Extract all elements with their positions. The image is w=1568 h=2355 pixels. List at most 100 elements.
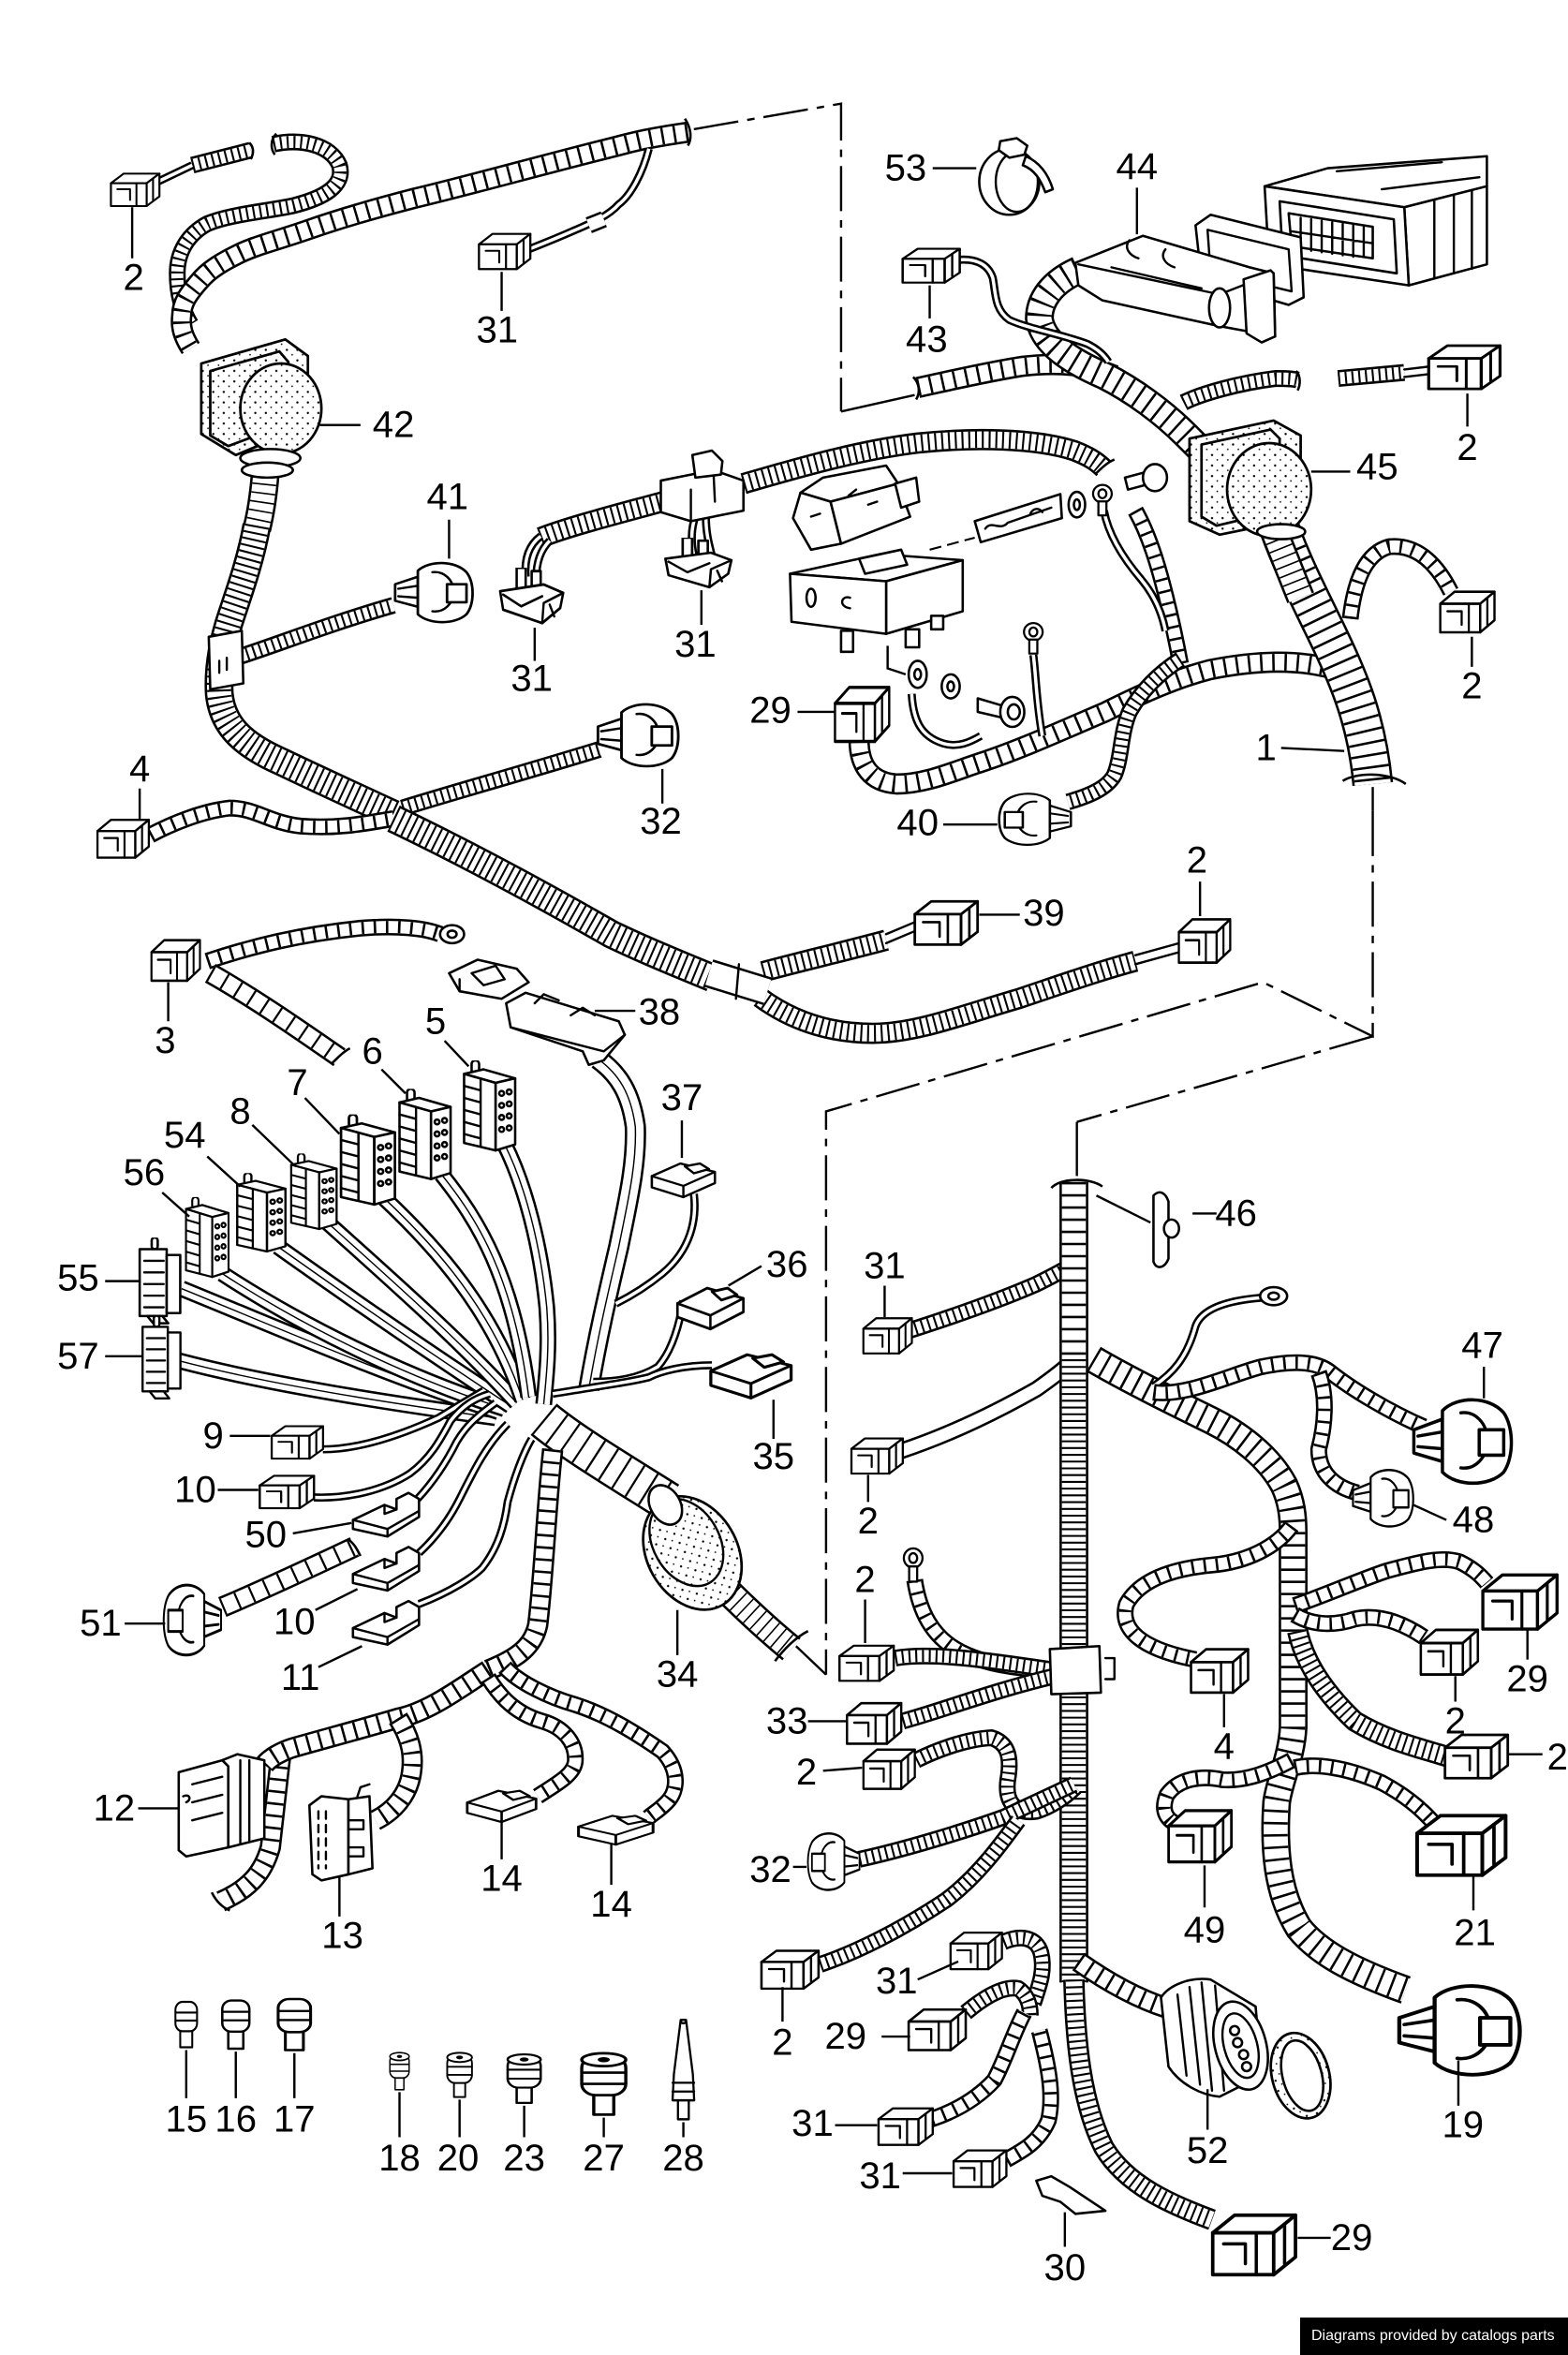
callout-label[interactable]: 2 bbox=[1187, 840, 1207, 881]
callout-label[interactable]: 12 bbox=[94, 1787, 136, 1829]
connector-29 bbox=[907, 2007, 968, 2051]
callout-label[interactable]: 32 bbox=[749, 1849, 791, 1890]
harness-tube bbox=[1312, 1370, 1360, 1499]
callout-label[interactable]: 13 bbox=[321, 1916, 363, 1957]
callout-label[interactable]: 14 bbox=[481, 1859, 523, 1900]
callout-label[interactable]: 2 bbox=[796, 1752, 817, 1793]
callout-label[interactable]: 7 bbox=[287, 1062, 307, 1103]
callout-label[interactable]: 2 bbox=[772, 2022, 792, 2064]
harness-tube-hatching bbox=[170, 136, 347, 328]
callout-label[interactable]: 21 bbox=[1454, 1912, 1496, 1953]
connector-35 bbox=[709, 1353, 793, 1400]
callout-label[interactable]: 41 bbox=[427, 477, 469, 518]
callout-label[interactable]: 28 bbox=[662, 2138, 704, 2179]
leader-lines bbox=[105, 167, 1543, 2247]
callout-label[interactable]: 34 bbox=[657, 1654, 699, 1696]
callout-label[interactable]: 10 bbox=[174, 1469, 216, 1510]
callout-label[interactable]: 38 bbox=[639, 992, 681, 1033]
callout-label[interactable]: 27 bbox=[583, 2138, 625, 2179]
callout-label[interactable]: 57 bbox=[57, 1336, 99, 1377]
callout-label[interactable]: 47 bbox=[1461, 1326, 1503, 1367]
connector-29 bbox=[833, 686, 891, 744]
harness-tube-hatching bbox=[1073, 1954, 1170, 2017]
callout-label[interactable]: 36 bbox=[766, 1244, 808, 1285]
callout-label[interactable]: 31 bbox=[864, 1246, 906, 1287]
callout-label[interactable]: 4 bbox=[1214, 1726, 1235, 1768]
callout-label[interactable]: 35 bbox=[752, 1436, 794, 1477]
callout-label[interactable]: 31 bbox=[476, 310, 518, 351]
relay-socket bbox=[894, 476, 921, 510]
cut-end bbox=[1094, 458, 1116, 476]
connector-5 bbox=[463, 1059, 517, 1152]
callout-label[interactable]: 54 bbox=[164, 1115, 206, 1156]
callout-label[interactable]: 29 bbox=[749, 689, 791, 731]
band-mark bbox=[734, 963, 741, 1000]
callout-label[interactable]: 6 bbox=[362, 1030, 383, 1072]
callout-label[interactable]: 46 bbox=[1215, 1192, 1257, 1234]
callout-label[interactable]: 4 bbox=[129, 748, 150, 790]
callout-label[interactable]: 9 bbox=[203, 1415, 224, 1457]
callout-label[interactable]: 10 bbox=[274, 1602, 316, 1643]
cut-end bbox=[1050, 1178, 1103, 1190]
callout-label[interactable]: 18 bbox=[378, 2138, 421, 2179]
callout-label[interactable]: 14 bbox=[590, 1884, 632, 1925]
callout-label[interactable]: 2 bbox=[124, 258, 144, 299]
callout-label[interactable]: 50 bbox=[245, 1515, 288, 1556]
bulkhead-connector-42 bbox=[200, 337, 323, 480]
callout-label[interactable]: 31 bbox=[876, 1961, 918, 2002]
callout-label[interactable]: 49 bbox=[1184, 1909, 1226, 1950]
callout-label[interactable]: 56 bbox=[124, 1152, 166, 1193]
callout-label[interactable]: 20 bbox=[437, 2138, 480, 2179]
leader-line bbox=[130, 207, 1473, 917]
harness-tube-hatching bbox=[440, 1174, 530, 1398]
callout-label[interactable]: 2 bbox=[858, 1501, 879, 1542]
callout-label[interactable]: 44 bbox=[1117, 146, 1159, 187]
wire-sleeve bbox=[586, 214, 606, 231]
callout-label[interactable]: 29 bbox=[824, 2016, 866, 2057]
callout-label[interactable]: 23 bbox=[503, 2138, 545, 2179]
callout-label[interactable]: 17 bbox=[274, 2098, 316, 2140]
harness-tube-hatching bbox=[388, 807, 717, 989]
callout-label[interactable]: 55 bbox=[57, 1257, 99, 1298]
callout-label[interactable]: 15 bbox=[166, 2098, 208, 2140]
callout-label[interactable]: 42 bbox=[373, 405, 415, 446]
harness-tube bbox=[857, 1778, 1077, 1866]
callout-label[interactable]: 52 bbox=[1187, 2130, 1229, 2171]
callout-label[interactable]: 30 bbox=[1044, 2247, 1087, 2288]
callout-label[interactable]: 2 bbox=[1547, 1737, 1568, 1778]
callout-label[interactable]: 31 bbox=[859, 2155, 901, 2197]
callout-label[interactable]: 31 bbox=[674, 624, 717, 665]
callout-label[interactable]: 45 bbox=[1356, 447, 1398, 488]
callout-label[interactable]: 51 bbox=[80, 1603, 122, 1644]
wire bbox=[314, 1392, 491, 1500]
callout-label[interactable]: 2 bbox=[854, 1560, 875, 1601]
callout-label[interactable]: 32 bbox=[640, 801, 682, 842]
washer-hole bbox=[946, 680, 955, 693]
callout-label[interactable]: 40 bbox=[896, 803, 939, 844]
callout-label[interactable]: 31 bbox=[791, 2103, 834, 2144]
callout-label[interactable]: 39 bbox=[1023, 893, 1065, 934]
fuse-holder bbox=[448, 958, 530, 1000]
callout-label[interactable]: 43 bbox=[906, 318, 948, 360]
callout-label[interactable]: 16 bbox=[214, 2098, 257, 2140]
harness-tube-hatching bbox=[206, 966, 345, 1064]
callout-label[interactable]: 29 bbox=[1331, 2217, 1373, 2259]
callout-label[interactable]: 37 bbox=[661, 1077, 703, 1118]
callout-label[interactable]: 2 bbox=[1461, 666, 1482, 707]
callout-label[interactable]: 8 bbox=[229, 1090, 250, 1132]
callout-label[interactable]: 2 bbox=[1445, 1700, 1466, 1741]
callout-label[interactable]: 5 bbox=[425, 1000, 446, 1042]
callout-label[interactable]: 29 bbox=[1506, 1659, 1548, 1700]
connector-pin bbox=[1228, 2024, 1241, 2037]
callout-label[interactable]: 2 bbox=[1457, 427, 1477, 468]
callout-label[interactable]: 11 bbox=[281, 1657, 320, 1698]
callout-label[interactable]: 48 bbox=[1453, 1500, 1495, 1541]
callout-label[interactable]: 19 bbox=[1442, 2105, 1484, 2146]
callout-label[interactable]: 3 bbox=[155, 1020, 175, 1061]
connector-ribs bbox=[182, 1758, 251, 1846]
callout-label[interactable]: 1 bbox=[1256, 727, 1277, 768]
callout-label[interactable]: 53 bbox=[885, 148, 927, 189]
callout-label[interactable]: 33 bbox=[766, 1700, 808, 1741]
callout-label[interactable]: 31 bbox=[510, 659, 553, 700]
